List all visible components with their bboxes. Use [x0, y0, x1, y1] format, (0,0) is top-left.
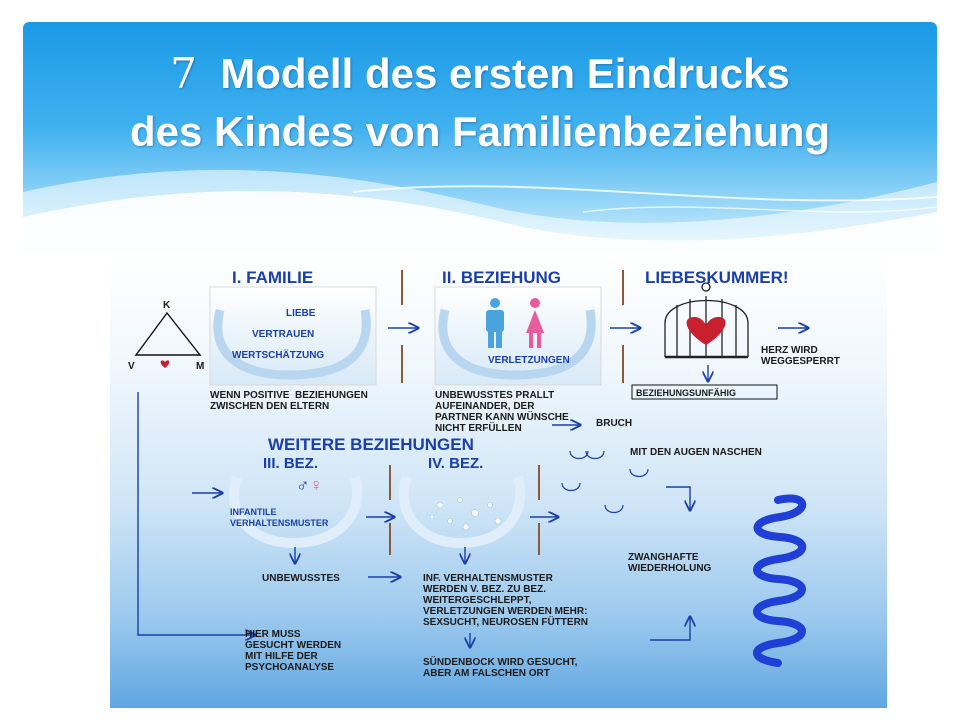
female-icon	[526, 298, 544, 348]
word-liebe: LIEBE	[286, 308, 316, 319]
zwang-text: ZWANGHAFTE WIEDERHOLUNG	[628, 552, 712, 574]
familie-panel	[209, 286, 377, 386]
slide-title: 7 Modell des ersten Eindrucks des Kindes…	[23, 45, 937, 161]
female-symbol-icon: ♀	[309, 475, 324, 495]
male-symbol-icon: ♂	[296, 475, 310, 495]
slide-number: 7	[170, 49, 197, 98]
bez3-heading: III. BEZ.	[263, 455, 319, 472]
title-line-1: Modell des ersten Eindrucks	[220, 50, 790, 97]
familie-heading: I. FAMILIE	[232, 268, 314, 287]
word-verletzungen: VERLETZUNGEN	[488, 355, 570, 366]
bez4-heading: IV. BEZ.	[428, 455, 484, 472]
triangle-v: V	[128, 361, 135, 372]
beziehung-caption: UNBEWUSSTES PRALLT AUFEINANDER, DER PART…	[435, 390, 569, 434]
title-line-2: des Kindes von Familienbeziehung	[129, 108, 831, 155]
triangle-m: M	[196, 361, 205, 372]
diagram-graphics	[134, 270, 887, 667]
suendenbock-text: SÜNDENBOCK WIRD GESUCHT, ABER AM FALSCHE…	[423, 657, 578, 679]
bruch-label: BRUCH	[596, 418, 633, 429]
heart-icon	[160, 360, 170, 368]
birdcage-icon	[664, 282, 749, 359]
word-wertschaetzung: WERTSCHÄTZUNG	[232, 350, 325, 361]
hier-muss-text: HIER MUSS GESUCHT WERDEN MIT HILFE DER P…	[245, 629, 342, 673]
augen-text: MIT DEN AUGEN NASCHEN	[630, 447, 762, 458]
familie-caption: WENN POSITIVE BEZIEHUNGEN ZWISCHEN DEN E…	[210, 390, 368, 412]
herz-text: HERZ WIRD WEGGESPERRT	[761, 345, 840, 367]
caged-heart-icon	[686, 317, 726, 345]
weitere-heading: WEITERE BEZIEHUNGEN	[268, 435, 474, 454]
family-triangle	[134, 311, 202, 368]
infantile-text: INFANTILE VERHALTENSMUSTER	[230, 507, 329, 528]
gender-symbols: ♂♀	[296, 475, 323, 496]
beziehung-heading: II. BEZIEHUNG	[442, 268, 562, 287]
title-banner	[23, 22, 937, 254]
diagram-panel: K V M I. FAMILIE LIEBE VERTRAUEN WERTSCH…	[110, 255, 887, 708]
beziehungsunfaehig-box: BEZIEHUNGSUNFÄHIG	[636, 388, 737, 398]
unbewusstes-label: UNBEWUSSTES	[262, 573, 340, 584]
small-bowls	[561, 450, 649, 514]
beziehung-panel	[434, 286, 602, 386]
triangle-k: K	[163, 300, 171, 311]
liebeskummer-heading: LIEBESKUMMER!	[645, 268, 789, 287]
word-vertrauen: VERTRAUEN	[252, 329, 315, 340]
inf-verhaltensmuster-text: INF. VERHALTENSMUSTER WERDEN V. BEZ. ZU …	[423, 573, 589, 628]
spiral-icon	[753, 494, 807, 667]
wave-decoration	[23, 169, 937, 254]
male-icon	[486, 298, 504, 348]
